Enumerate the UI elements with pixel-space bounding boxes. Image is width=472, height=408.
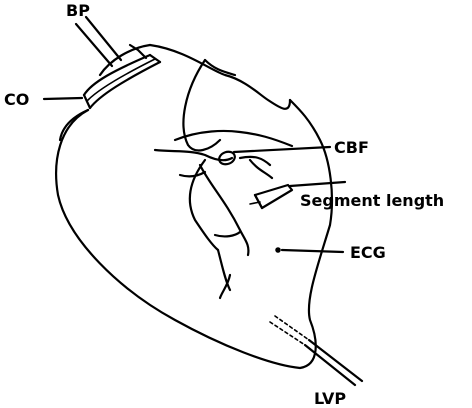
label-ecg: ECG	[350, 243, 386, 262]
label-co: CO	[4, 90, 29, 109]
segment-length-pointer-line	[290, 182, 345, 186]
label-lvp: LVP	[314, 389, 346, 408]
ecg-pointer-line	[282, 250, 343, 252]
coronary-vessels	[155, 150, 272, 298]
ecg-electrode	[276, 248, 343, 252]
label-cbf: CBF	[334, 138, 369, 157]
label-bp: BP	[66, 1, 90, 20]
co-pointer-line	[44, 98, 82, 99]
cbf-probe	[217, 147, 330, 166]
label-segment-length: Segment length	[300, 191, 444, 210]
aortic-cuff-and-catheter	[76, 17, 160, 108]
heart-outline	[56, 45, 332, 368]
cbf-pointer-line	[234, 147, 330, 152]
